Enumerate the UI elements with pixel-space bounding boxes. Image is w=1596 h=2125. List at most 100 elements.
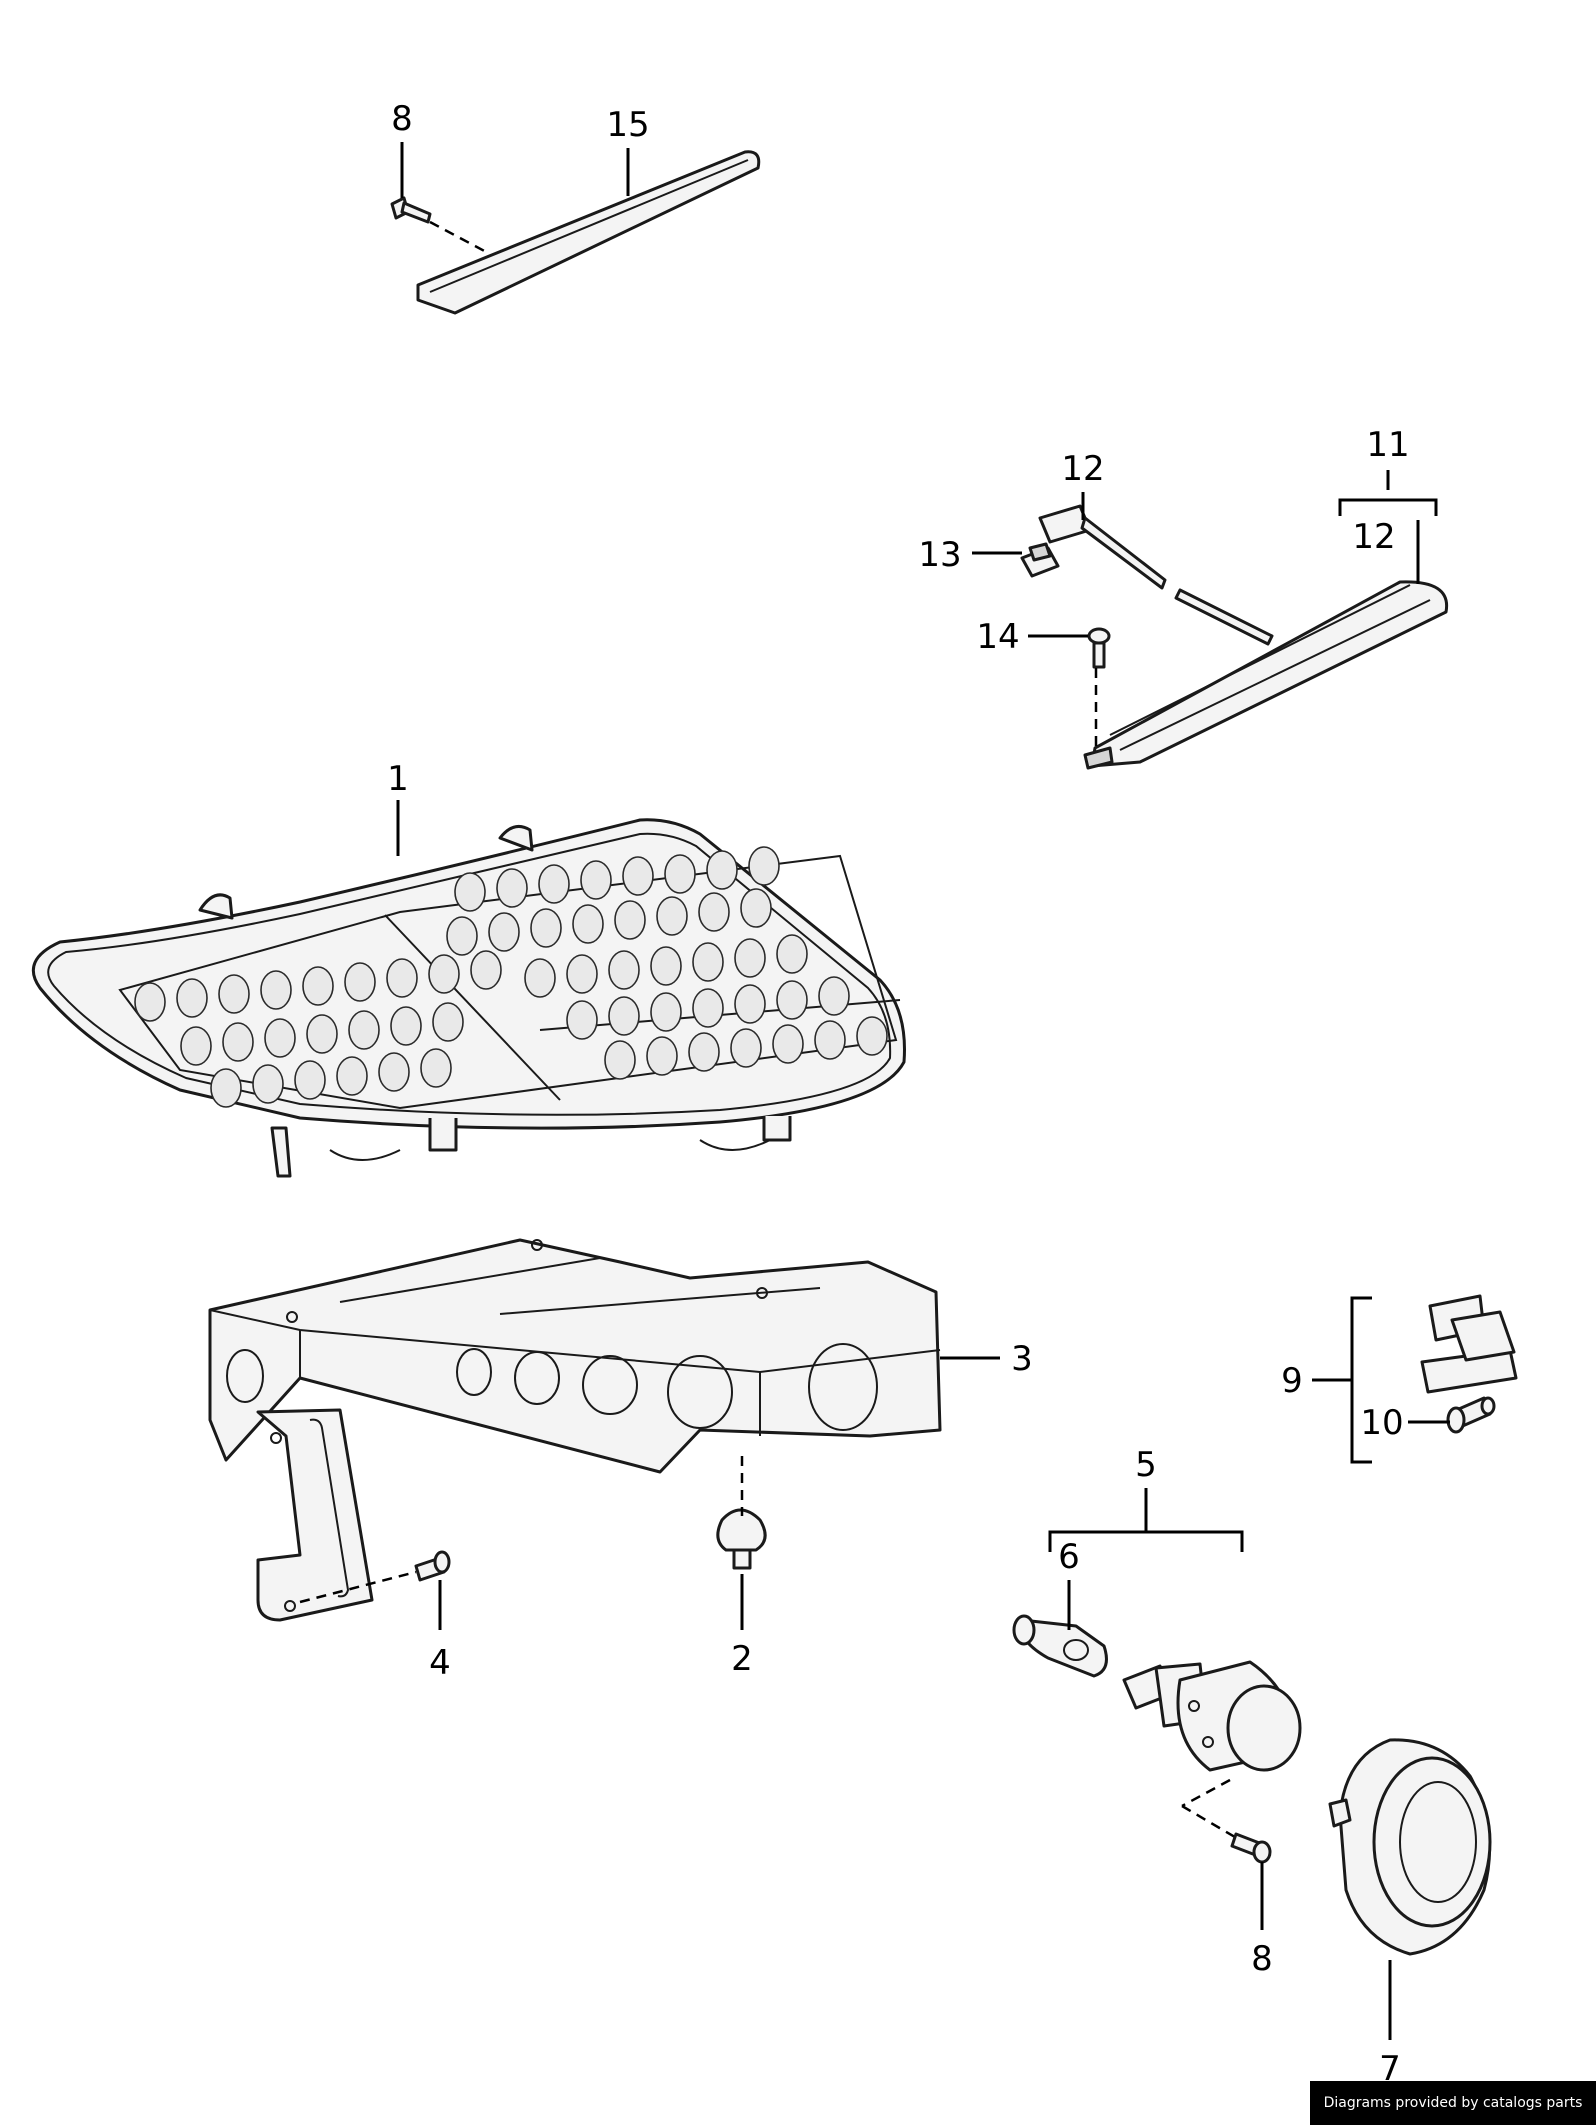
lens-dot xyxy=(656,896,688,936)
lens-dot xyxy=(698,892,730,932)
lens-dot xyxy=(650,992,682,1032)
lens-dot xyxy=(446,916,478,956)
lens-dot xyxy=(222,1022,254,1062)
lens-dot xyxy=(772,1024,804,1064)
wiring-harness-part xyxy=(1038,504,1274,646)
lens-dot xyxy=(538,864,570,904)
callout-14: 14 xyxy=(976,617,1019,657)
lens-dot xyxy=(566,1000,598,1040)
plate-lamp-part xyxy=(1420,1294,1518,1394)
lens-dot xyxy=(748,846,780,886)
callout-1: 1 xyxy=(387,759,409,799)
callout-2: 2 xyxy=(731,1639,753,1679)
lens-dot xyxy=(730,1028,762,1068)
lens-dot xyxy=(180,1026,212,1066)
assembly-line xyxy=(1181,1804,1241,1842)
bracket-11 xyxy=(1338,498,1438,516)
lens-dot xyxy=(344,962,376,1002)
bulb-part-6 xyxy=(1012,1614,1108,1678)
bulb-socket-part xyxy=(1122,1660,1302,1772)
callout-10: 10 xyxy=(1360,1403,1403,1443)
lens-dot xyxy=(776,934,808,974)
lens-dot xyxy=(776,980,808,1020)
callout-13: 13 xyxy=(918,535,961,575)
lens-dot xyxy=(814,1020,846,1060)
lens-dot xyxy=(386,958,418,998)
lens-dot xyxy=(608,996,640,1036)
lens-dot xyxy=(454,872,486,912)
callout-12-bracket: 12 xyxy=(1352,517,1395,557)
lens-dot xyxy=(692,942,724,982)
bulb-part-10 xyxy=(1446,1396,1496,1434)
lens-dot xyxy=(530,908,562,948)
brake-light-part xyxy=(1083,580,1449,770)
grommet-part xyxy=(716,1508,767,1570)
assembly-line xyxy=(429,220,491,256)
callout-6: 6 xyxy=(1058,1537,1080,1577)
lens-dot xyxy=(496,868,528,908)
callout-5: 5 xyxy=(1135,1445,1157,1485)
mounting-bracket-part xyxy=(208,1238,942,1622)
callout-11: 11 xyxy=(1366,425,1409,465)
lens-dot xyxy=(818,976,850,1016)
lens-dot xyxy=(524,958,556,998)
lens-dot xyxy=(218,974,250,1014)
lens-dot xyxy=(566,954,598,994)
lens-dot xyxy=(740,888,772,928)
screw-part-14 xyxy=(1087,627,1111,669)
callout-8-top: 8 xyxy=(391,99,413,139)
callout-9: 9 xyxy=(1281,1361,1303,1401)
lens-dot xyxy=(428,954,460,994)
lens-dot xyxy=(306,1014,338,1054)
lens-dot xyxy=(470,950,502,990)
assembly-line xyxy=(1181,1778,1231,1808)
lens-dot xyxy=(664,854,696,894)
lens-dot xyxy=(734,984,766,1024)
lens-grid xyxy=(134,846,888,1108)
callout-4: 4 xyxy=(429,1643,451,1683)
lens-dot xyxy=(390,1006,422,1046)
screw-part-4 xyxy=(414,1550,451,1582)
callout-8-bottom: 8 xyxy=(1251,1939,1273,1979)
screw-part-8-top xyxy=(390,196,432,224)
callout-12-top: 12 xyxy=(1061,449,1104,489)
lens-dot xyxy=(210,1068,242,1108)
lens-dot xyxy=(134,982,166,1022)
lens-dot xyxy=(706,850,738,890)
bracket-5 xyxy=(1048,1530,1244,1552)
callout-7: 7 xyxy=(1379,2049,1401,2089)
lens-dot xyxy=(608,950,640,990)
lens-dot xyxy=(604,1040,636,1080)
lens-dot xyxy=(622,856,654,896)
tail-light-part xyxy=(31,818,906,1178)
lens-dot xyxy=(572,904,604,944)
lens-dot xyxy=(580,860,612,900)
screw-part-8-bottom xyxy=(1230,1832,1272,1864)
lens-dot xyxy=(252,1064,284,1104)
lens-dot xyxy=(420,1048,452,1088)
callout-15: 15 xyxy=(606,105,649,145)
lens-dot xyxy=(378,1052,410,1092)
lens-dot xyxy=(264,1018,296,1058)
lens-dot xyxy=(692,988,724,1028)
lens-dot xyxy=(856,1016,888,1056)
assembly-line xyxy=(299,1570,417,1604)
lens-dot xyxy=(294,1060,326,1100)
lens-dot xyxy=(336,1056,368,1096)
lens-dot xyxy=(646,1036,678,1076)
clip-part-13 xyxy=(1020,542,1060,578)
lens-dot xyxy=(488,912,520,952)
callout-3: 3 xyxy=(1011,1339,1033,1379)
lens-dot xyxy=(432,1002,464,1042)
lens-dot xyxy=(260,970,292,1010)
lens-dot xyxy=(734,938,766,978)
lens-dot xyxy=(614,900,646,940)
lens-dot xyxy=(650,946,682,986)
lens-dot xyxy=(348,1010,380,1050)
lens-dot xyxy=(302,966,334,1006)
lens-dot xyxy=(176,978,208,1018)
trim-strip-part xyxy=(416,150,761,315)
credit-banner: Diagrams provided by catalogs parts xyxy=(1310,2081,1596,2125)
lens-dot xyxy=(688,1032,720,1072)
